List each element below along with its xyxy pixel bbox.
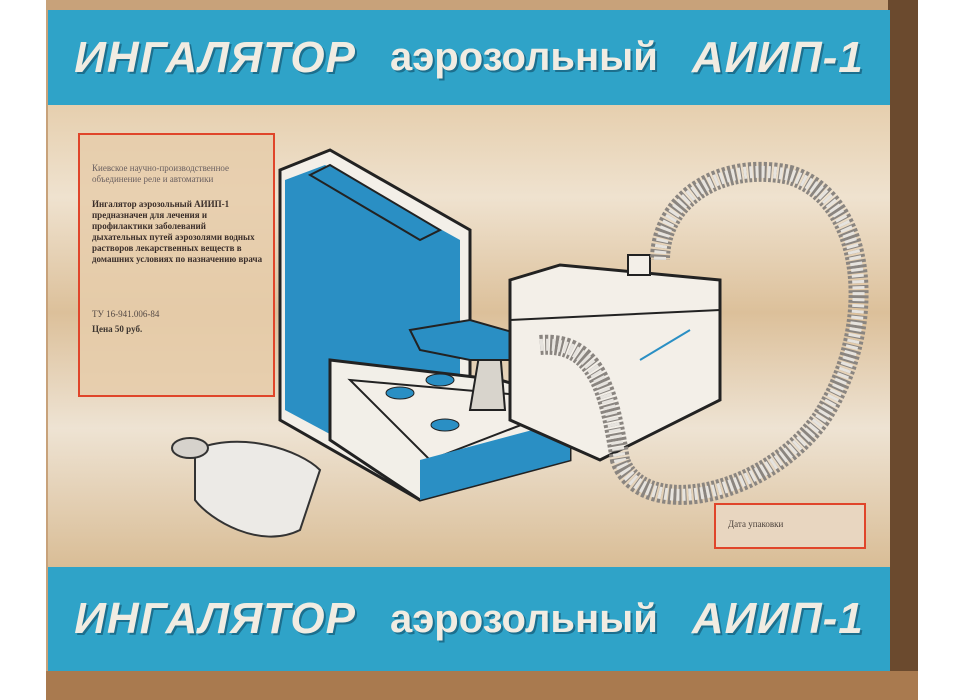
box-edge [888,0,918,700]
face-mask [171,437,322,538]
packing-date-box: Дата упаковки [714,503,866,549]
footer-band: ИНГАЛЯТОР аэрозольный АИИП-1 [48,567,890,671]
title-word-2: аэрозольный [389,35,658,79]
footer-title-word-1: ИНГАЛЯТОР [74,594,356,643]
footer-title-word-2: аэрозольный [389,596,658,641]
organization-text: Киевское научно-производственное объедин… [92,163,230,184]
title-word-3: АИИП-1 [691,32,864,82]
footer-title-word-3: АИИП-1 [691,594,864,643]
spec-text: ТУ 16-941.006-84 [92,309,160,319]
description-text: Ингалятор аэрозольный АИИП-1 предназначе… [92,199,263,264]
price-text: Цена 50 руб. [92,324,143,334]
solution-container [508,254,722,462]
corrugated-hose [539,161,869,505]
header-band: ИНГАЛЯТОР аэрозольный АИИП-1 [48,10,890,105]
inhaler-device [278,148,572,502]
title-word-1: ИНГАЛЯТОР [74,32,356,82]
packing-date-label: Дата упаковки [728,519,784,529]
info-label: Киевское научно-производственное объедин… [78,133,275,397]
box-bottom-edge [46,671,918,700]
